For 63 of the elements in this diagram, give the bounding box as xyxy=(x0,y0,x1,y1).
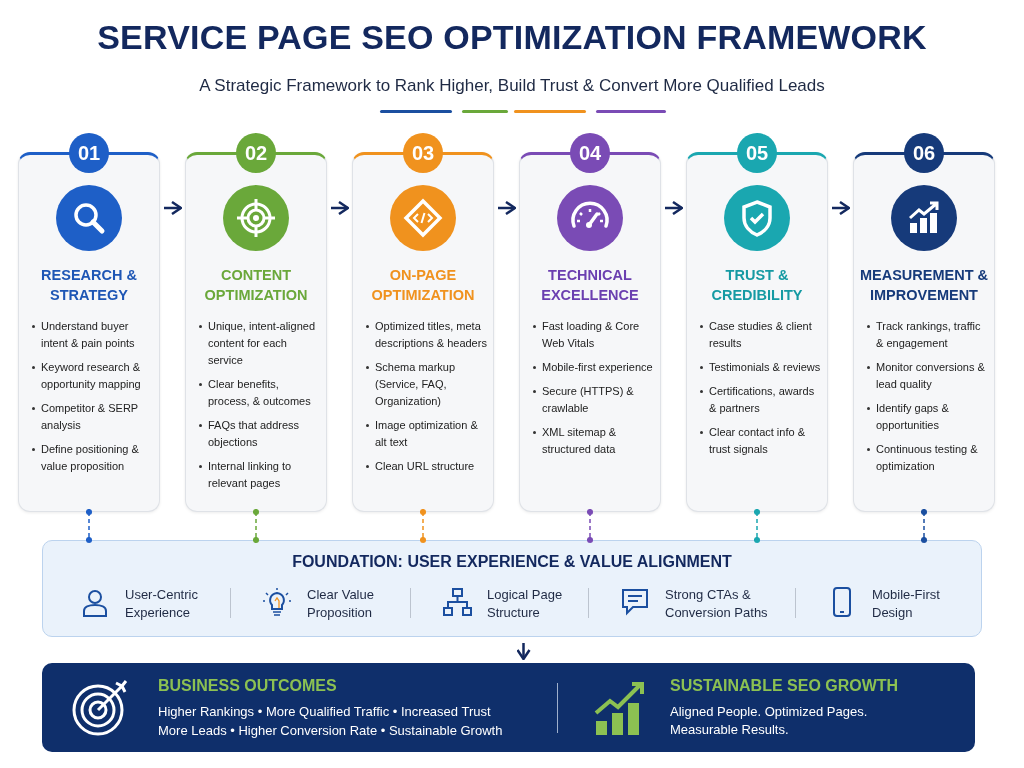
section-heading: SUSTAINABLE SEO GROWTH xyxy=(670,677,899,695)
bullet-text: XML sitemap & structured data xyxy=(532,424,654,458)
item-label: Strong CTAs & Conversion Paths xyxy=(665,586,769,622)
step-number: 03 xyxy=(403,133,443,173)
step-number: 05 xyxy=(737,133,777,173)
arrow xyxy=(665,200,684,216)
bullet-text: Certifications, awards & partners xyxy=(699,383,821,417)
bullet-text: Mobile-first experience xyxy=(532,359,654,376)
arrow xyxy=(331,200,350,216)
step-number: 01 xyxy=(69,133,109,173)
step-heading: TRUST & CREDIBILITY xyxy=(710,266,804,305)
outcome-text: More Leads • Higher Conversion Rate • Sustainable Growth xyxy=(158,722,503,740)
bullet-text: Monitor conversions & lead quality xyxy=(866,359,988,393)
step-heading: ON-PAGE OPTIMIZATION xyxy=(370,266,476,305)
bullet-text: Optimized titles, meta descriptions & headers xyxy=(365,318,487,352)
arrow xyxy=(832,200,851,216)
bullet-text: Track rankings, traffic & engagement xyxy=(866,318,988,352)
section-heading: BUSINESS OUTCOMES xyxy=(158,677,337,695)
bullet-text: Secure (HTTPS) & crawlable xyxy=(532,383,654,417)
bullet-text: Clean URL structure xyxy=(365,458,487,475)
dashed-connector xyxy=(753,508,761,544)
bullet-text: Understand buyer intent & pain points xyxy=(31,318,153,352)
step-number: 06 xyxy=(904,133,944,173)
bullet-text: Image optimization & alt text xyxy=(365,417,487,451)
item-label: Logical Page Structure xyxy=(487,586,564,622)
title: SERVICE PAGE SEO OPTIMIZATION FRAMEWORK xyxy=(96,18,928,57)
arrow xyxy=(498,200,517,216)
arrow xyxy=(164,200,183,216)
foundation-panel xyxy=(42,540,982,637)
subtitle: A Strategic Framework to Rank Higher, Build Trust & Convert More Qualified Leads xyxy=(198,76,826,96)
bullet-text: Competitor & SERP analysis xyxy=(31,400,153,434)
dashed-connector xyxy=(252,508,260,544)
step-number: 02 xyxy=(236,133,276,173)
arrow xyxy=(516,643,531,661)
dashed-connector xyxy=(419,508,427,544)
outcome-text: Aligned People. Optimized Pages. Measurable Results. xyxy=(670,703,869,739)
bullet-text: Fast loading & Core Web Vitals xyxy=(532,318,654,352)
bullet-text: Schema markup (Service, FAQ, Organization) xyxy=(365,359,487,410)
step-heading: RESEARCH & STRATEGY xyxy=(40,266,138,305)
bullet-text: Case studies & client results xyxy=(699,318,821,352)
outcome-text: Higher Rankings • More Qualified Traffic • Increased Trust xyxy=(158,703,491,721)
step-heading: CONTENT OPTIMIZATION xyxy=(203,266,309,305)
item-label: User-Centric Experience xyxy=(125,586,199,622)
step-heading: TECHNICAL EXCELLENCE xyxy=(540,266,640,305)
bullet-text: Define positioning & value proposition xyxy=(31,441,153,475)
outcome-band xyxy=(42,663,975,752)
bullet-text: Clear benefits, process, & outcomes xyxy=(198,376,320,410)
dashed-connector xyxy=(920,508,928,544)
item-label: Clear Value Proposition xyxy=(307,586,375,622)
bullet-text: Testimonials & reviews xyxy=(699,359,821,376)
dashed-connector xyxy=(586,508,594,544)
bullet-text: Clear contact info & trust signals xyxy=(699,424,821,458)
step-heading: MEASUREMENT & IMPROVEMENT xyxy=(858,266,990,305)
bullet-text: Keyword research & opportunity mapping xyxy=(31,359,153,393)
bullet-text: Identify gaps & opportunities xyxy=(866,400,988,434)
bullet-text: Unique, intent-aligned content for each service xyxy=(198,318,320,369)
dashed-connector xyxy=(85,508,93,544)
bullet-text: FAQs that address objections xyxy=(198,417,320,451)
bullet-text: Continuous testing & optimization xyxy=(866,441,988,475)
step-number: 04 xyxy=(570,133,610,173)
item-label: Mobile-First Design xyxy=(872,586,941,622)
panel-heading: FOUNDATION: USER EXPERIENCE & VALUE ALIGNMENT xyxy=(291,553,733,571)
bullet-text: Internal linking to relevant pages xyxy=(198,458,320,492)
